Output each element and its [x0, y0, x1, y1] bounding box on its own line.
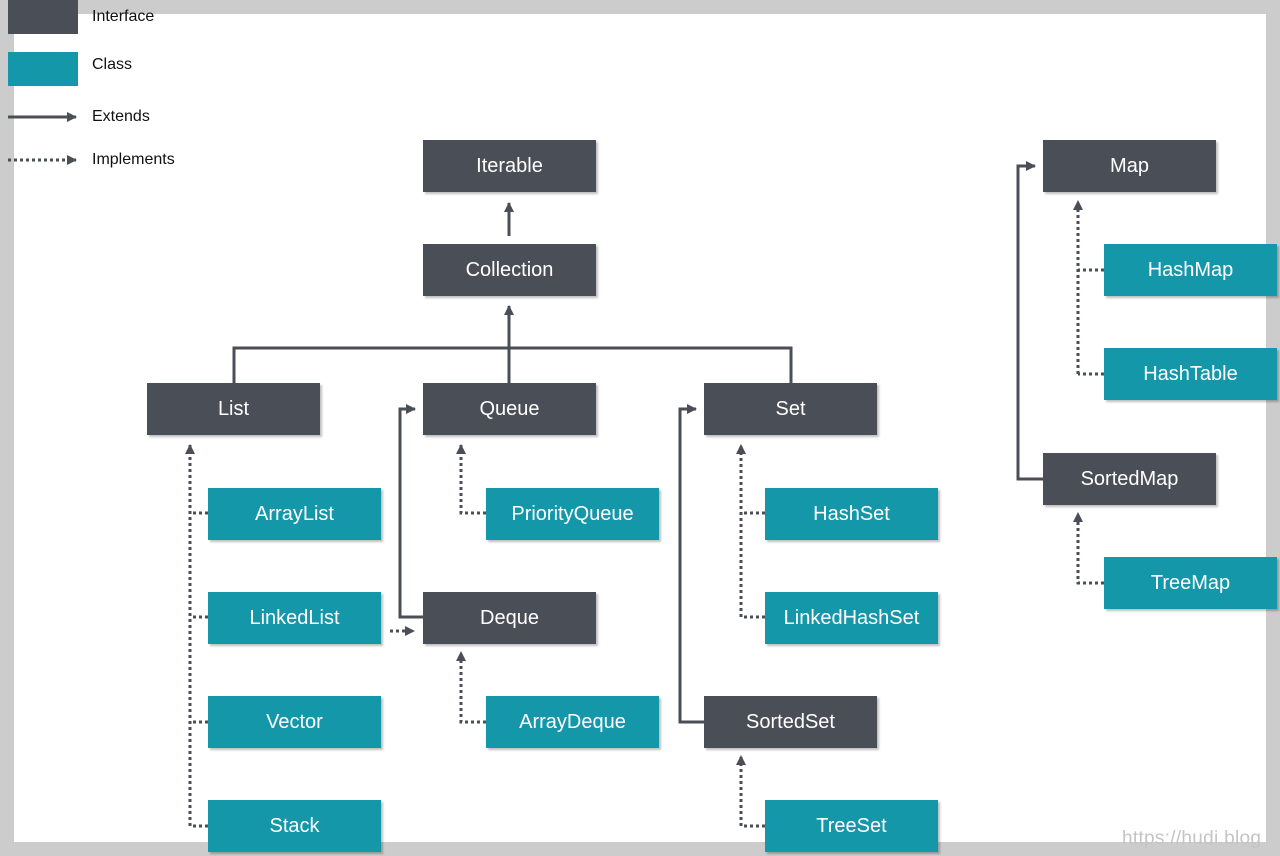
legend-class-swatch — [8, 52, 78, 86]
node-linkedlist: LinkedList — [208, 592, 381, 644]
edge-set-to-collection — [509, 346, 793, 383]
node-sortedset: SortedSet — [704, 696, 877, 748]
node-linkedhashset: LinkedHashSet — [765, 592, 938, 644]
node-hashtable: HashTable — [1104, 348, 1277, 400]
node-deque: Deque — [423, 592, 596, 644]
legend-extends-label: Extends — [92, 108, 150, 125]
node-hashmap: HashMap — [1104, 244, 1277, 296]
node-set: Set — [704, 383, 877, 435]
watermark: https://hudi.blog — [1122, 828, 1262, 849]
edge-list-to-collection — [232, 346, 509, 383]
node-map: Map — [1043, 140, 1216, 192]
node-arraydeque: ArrayDeque — [486, 696, 659, 748]
legend-interface-swatch — [8, 0, 78, 34]
node-collection: Collection — [423, 244, 596, 296]
node-queue: Queue — [423, 383, 596, 435]
edge-priorityqueue-to-queue — [456, 444, 486, 515]
node-treeset: TreeSet — [765, 800, 938, 852]
edge-sortedmap-to-map — [1016, 161, 1043, 481]
node-hashset: HashSet — [765, 488, 938, 540]
node-stack: Stack — [208, 800, 381, 852]
legend-class-label: Class — [92, 56, 133, 73]
edge-deque-to-queue — [398, 404, 423, 619]
legend-implements-label: Implements — [92, 151, 175, 168]
node-list: List — [147, 383, 320, 435]
edge-sortedset-to-set — [678, 404, 704, 724]
node-treemap: TreeMap — [1104, 557, 1277, 609]
edge-arraydeque-to-deque — [456, 651, 486, 724]
legend-interface-label: Interface — [92, 8, 155, 25]
edge-treemap-to-sortedmap — [1073, 512, 1104, 585]
node-vector: Vector — [208, 696, 381, 748]
node-arraylist: ArrayList — [208, 488, 381, 540]
node-priorityqueue: PriorityQueue — [486, 488, 659, 540]
edge-treeset-to-sortedset — [736, 755, 765, 828]
node-iterable: Iterable — [423, 140, 596, 192]
node-sortedmap: SortedMap — [1043, 453, 1216, 505]
